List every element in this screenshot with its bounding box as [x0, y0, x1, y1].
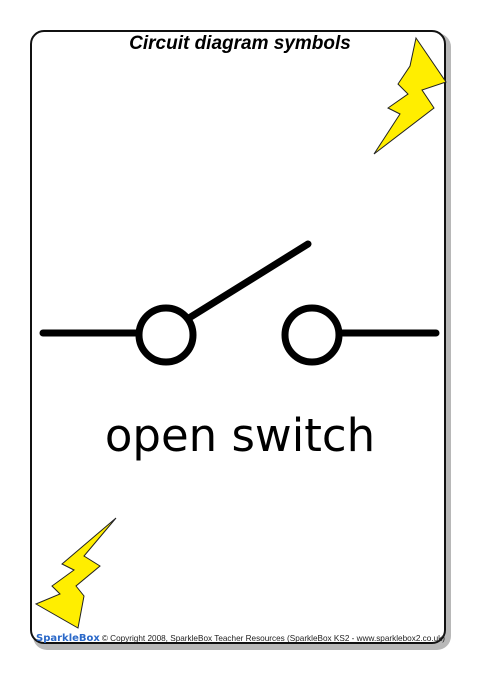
- footer: SparkleBox© Copyright 2008, SparkleBox T…: [36, 633, 445, 645]
- switch-lever: [185, 240, 312, 322]
- sparklebox-logo[interactable]: SparkleBox: [36, 633, 100, 644]
- right-terminal: [281, 304, 343, 366]
- copyright-text: © Copyright 2008, SparkleBox Teacher Res…: [101, 634, 445, 643]
- poster-card: [30, 30, 446, 644]
- symbol-label: open switch: [104, 409, 376, 462]
- open-switch-icon: [39, 240, 440, 366]
- lightning-bolt-icon-bottom: [34, 517, 117, 629]
- left-terminal: [135, 304, 197, 366]
- poster-title: Circuit diagram symbols: [129, 33, 351, 54]
- lightning-bolt-icon-top: [373, 36, 447, 155]
